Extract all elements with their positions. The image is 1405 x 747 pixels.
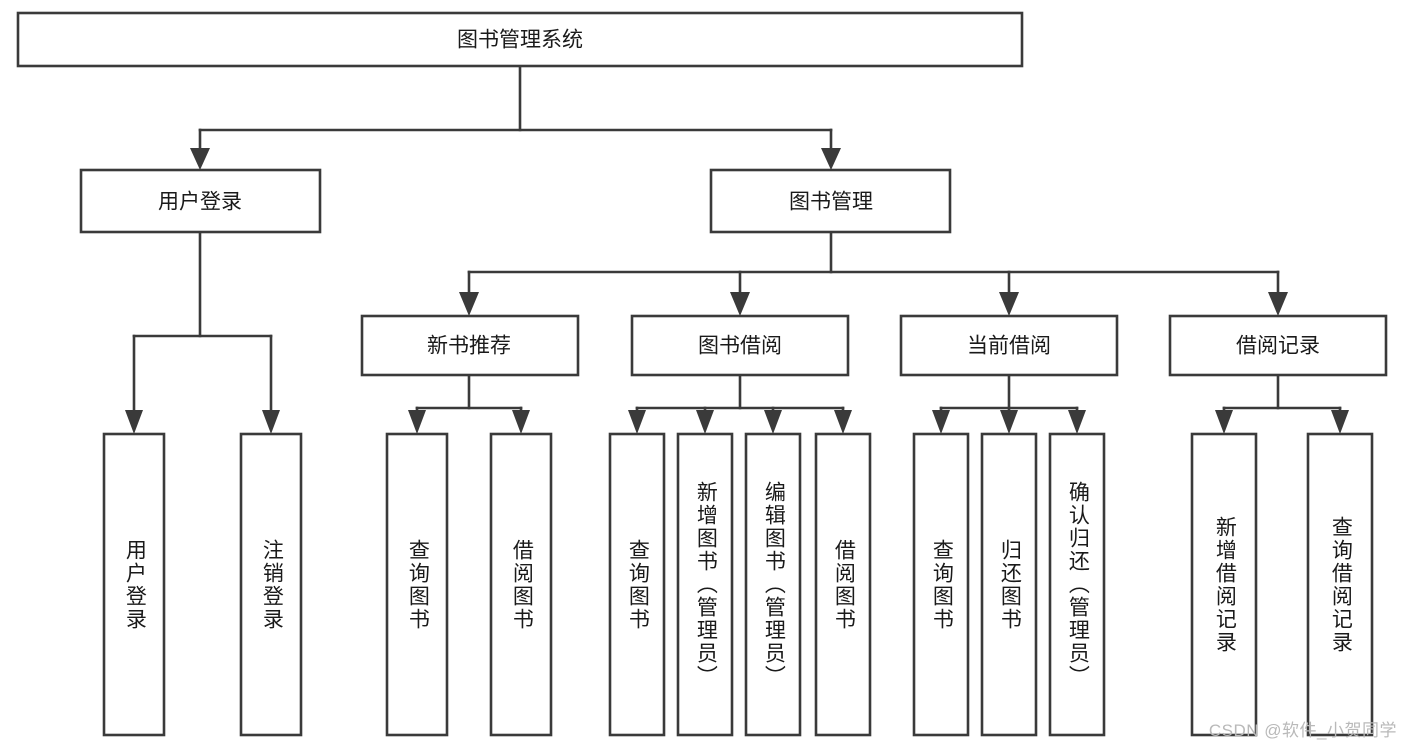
node-leaf-newbook-query-book[interactable]	[385, 432, 449, 737]
node-leaf-borrow-query-book[interactable]	[608, 432, 666, 737]
arrow-head-bookborrow-leaf-3	[764, 410, 782, 434]
arrow-head-book-borrow	[730, 292, 750, 316]
arrow-head-bookborrow-leaf-1	[628, 410, 646, 434]
node-leaf-record-query-record[interactable]	[1306, 432, 1374, 737]
label-layer-horizontal: 图书管理系统 用户登录 图书管理 新书推荐 图书借阅 当前借阅 借阅记录	[158, 29, 1320, 358]
arrow-head-newbook-leaf-1	[408, 410, 426, 434]
node-user-login[interactable]	[79, 168, 322, 234]
arrow-head-newbook-leaf-2	[512, 410, 530, 434]
arrow-head-borrow-record	[1268, 292, 1288, 316]
arrow-head-current-borrow	[999, 292, 1019, 316]
node-book-management[interactable]	[709, 168, 952, 234]
arrow-head-new-book	[459, 292, 479, 316]
label-book-borrow: 图书借阅	[698, 335, 782, 358]
label-current-borrow: 当前借阅	[967, 335, 1051, 358]
node-leaf-newbook-borrow-book[interactable]	[489, 432, 553, 737]
label-root: 图书管理系统	[457, 29, 583, 52]
connector-layer	[125, 64, 1349, 434]
node-leaf-borrow-borrow-book[interactable]	[814, 432, 872, 737]
node-layer	[16, 11, 1388, 737]
arrow-head-bookborrow-leaf-4	[834, 410, 852, 434]
node-leaf-current-query-book[interactable]	[912, 432, 970, 737]
node-leaf-record-add-record[interactable]	[1190, 432, 1258, 737]
arrow-head-bookborrow-leaf-2	[696, 410, 714, 434]
node-new-book-recommend[interactable]	[360, 314, 580, 377]
node-borrow-record[interactable]	[1168, 314, 1388, 377]
label-book-management: 图书管理	[789, 191, 873, 214]
node-leaf-current-return-book[interactable]	[980, 432, 1038, 737]
node-root-book-management-system[interactable]	[16, 11, 1024, 68]
node-current-borrow[interactable]	[899, 314, 1119, 377]
label-new-book-recommend: 新书推荐	[427, 335, 511, 358]
node-leaf-borrow-add-book-admin[interactable]	[676, 432, 734, 737]
arrow-head-currentborrow-leaf-1	[932, 410, 950, 434]
node-leaf-logout[interactable]	[239, 432, 303, 737]
node-book-borrow[interactable]	[630, 314, 850, 377]
arrow-head-leaf-user-login	[125, 410, 143, 434]
node-leaf-user-login[interactable]	[102, 432, 166, 737]
arrow-head-book-manage	[821, 148, 841, 170]
arrow-head-leaf-logout	[262, 410, 280, 434]
arrow-head-user-login	[190, 148, 210, 170]
label-user-login: 用户登录	[158, 191, 242, 214]
node-leaf-current-confirm-return-admin[interactable]	[1048, 432, 1106, 737]
arrow-head-currentborrow-leaf-3	[1068, 410, 1086, 434]
arrow-head-borrowrecord-leaf-2	[1331, 410, 1349, 434]
node-leaf-borrow-edit-book-admin[interactable]	[744, 432, 802, 737]
arrow-head-borrowrecord-leaf-1	[1215, 410, 1233, 434]
label-borrow-record: 借阅记录	[1236, 335, 1320, 358]
arrow-head-currentborrow-leaf-2	[1000, 410, 1018, 434]
